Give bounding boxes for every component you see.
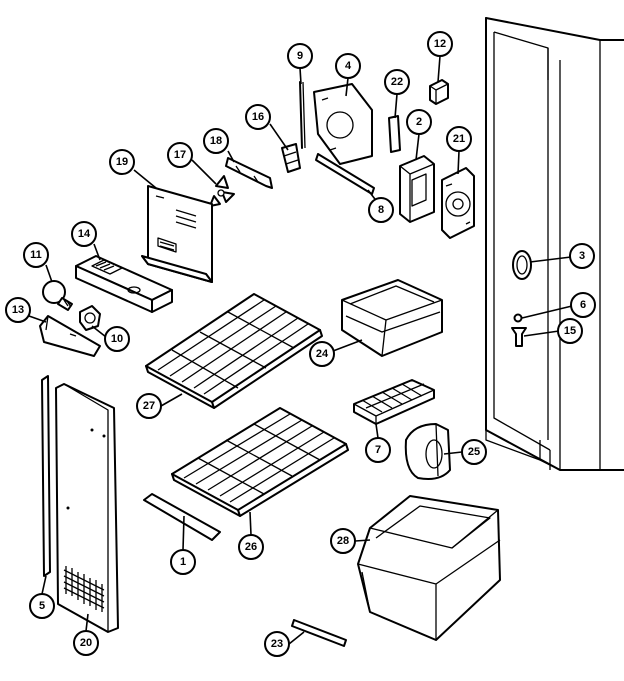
callout-24: 24 (309, 341, 335, 367)
part-16-bracket (281, 143, 301, 173)
svg-text:11: 11 (30, 249, 42, 261)
part-10-socket (79, 305, 101, 331)
part-28-crisper (357, 495, 501, 641)
callout-14: 14 (71, 221, 97, 247)
svg-text:3: 3 (579, 250, 585, 262)
callout-17: 17 (167, 142, 193, 168)
svg-text:4: 4 (345, 60, 352, 72)
callout-21: 21 (446, 126, 472, 152)
svg-text:13: 13 (12, 304, 24, 316)
svg-text:16: 16 (252, 111, 264, 123)
part-18-strap (225, 157, 273, 189)
part-19-cover (141, 185, 213, 283)
svg-text:7: 7 (375, 444, 381, 456)
callout-15: 15 (557, 318, 583, 344)
part-12-bracket (429, 79, 449, 105)
part-23-rod (291, 619, 347, 647)
part-15-clip (511, 327, 527, 347)
callout-18: 18 (203, 128, 229, 154)
svg-text:22: 22 (391, 76, 403, 88)
callout-26: 26 (238, 534, 264, 560)
part-24-bin (341, 279, 443, 357)
callout-3: 3 (569, 243, 595, 269)
callout-13: 13 (5, 297, 31, 323)
callout-20: 20 (73, 630, 99, 656)
part-9-wire (299, 81, 306, 149)
leader-lines (28, 55, 573, 645)
part-25-ice-container (404, 423, 451, 480)
svg-text:15: 15 (564, 325, 576, 337)
svg-text:26: 26 (245, 541, 257, 553)
svg-text:20: 20 (80, 637, 92, 649)
callout-11: 11 (23, 242, 49, 268)
callout-22: 22 (384, 69, 410, 95)
svg-text:6: 6 (580, 299, 586, 311)
svg-text:23: 23 (271, 638, 283, 650)
part-6-screw (513, 313, 523, 323)
cabinet-liner (485, 17, 624, 471)
callout-12: 12 (427, 31, 453, 57)
svg-text:25: 25 (468, 446, 480, 458)
callout-9: 9 (287, 43, 313, 69)
callout-7: 7 (365, 437, 391, 463)
callout-28: 28 (330, 528, 356, 554)
callout-5: 5 (29, 593, 55, 619)
part-3-insert (512, 250, 532, 280)
svg-text:21: 21 (453, 133, 465, 145)
callout-25: 25 (461, 439, 487, 465)
svg-text:5: 5 (39, 600, 45, 612)
callout-16: 16 (245, 104, 271, 130)
svg-text:8: 8 (378, 204, 384, 216)
callout-10: 10 (104, 326, 130, 352)
svg-text:2: 2 (416, 116, 422, 128)
svg-text:18: 18 (210, 135, 222, 147)
svg-text:12: 12 (434, 38, 446, 50)
callout-27: 27 (136, 393, 162, 419)
svg-text:9: 9 (297, 50, 303, 62)
svg-text:19: 19 (116, 156, 128, 168)
callout-19: 19 (109, 149, 135, 175)
part-13-light-shield (39, 315, 101, 357)
callout-1: 1 (170, 549, 196, 575)
svg-text:14: 14 (78, 228, 91, 240)
part-11-bulb (42, 280, 73, 311)
part-1-trim (143, 493, 221, 541)
part-27-shelf-upper (145, 293, 323, 409)
svg-text:17: 17 (174, 149, 186, 161)
part-2-housing (399, 155, 435, 223)
callout-4: 4 (335, 53, 361, 79)
svg-text:1: 1 (180, 556, 186, 568)
part-4-plate (313, 83, 373, 165)
part-7-ice-tray (353, 379, 435, 425)
part-22-rod (388, 115, 401, 153)
callout-23: 23 (264, 631, 290, 657)
part-5-strip (41, 375, 51, 577)
part-21-fan-shroud (441, 167, 475, 239)
svg-text:27: 27 (143, 400, 155, 412)
callout-8: 8 (368, 197, 394, 223)
svg-text:10: 10 (111, 333, 123, 345)
part-26-shelf-lower (171, 407, 349, 517)
svg-text:28: 28 (337, 535, 349, 547)
svg-text:24: 24 (316, 348, 329, 360)
callouts: 12 9 4 22 2 21 16 18 17 19 8 14 11 3 13 … (5, 31, 596, 657)
callout-2: 2 (406, 109, 432, 135)
part-20-back-panel (55, 383, 119, 633)
part-14-control-housing (75, 255, 173, 313)
callout-6: 6 (570, 292, 596, 318)
